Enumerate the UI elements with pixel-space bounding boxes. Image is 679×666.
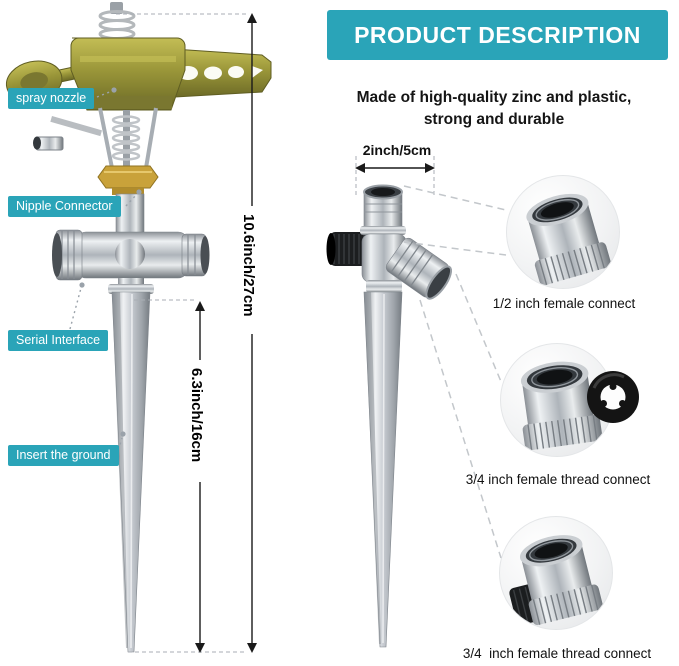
product-description: Made of high-quality zinc and plastic, s…: [329, 87, 659, 131]
description-line-2: strong and durable: [423, 111, 565, 128]
yoke-right: [144, 107, 158, 169]
label-serial-interface: Serial Interface: [8, 330, 109, 351]
label-spray-nozzle: spray nozzle: [8, 88, 95, 109]
top-screw: [110, 2, 123, 14]
spike-illustration: [326, 184, 453, 648]
leader-dots: [79, 87, 142, 437]
nipple-connector-part: [97, 165, 159, 195]
tee-connector: [52, 229, 210, 281]
callout-circle-half-inch: [506, 175, 620, 289]
callout-label-three-quarter-2: 3/4 inch female thread connect: [462, 646, 652, 661]
half-inch-connector-photo: [526, 193, 611, 286]
deflector-arm: [157, 47, 272, 99]
label-leaders: [69, 90, 138, 456]
label-insert-the-ground: Insert the ground: [8, 445, 119, 466]
page-title: PRODUCT DESCRIPTION: [327, 10, 668, 60]
dimension-spike-height: 6.3inch/16cm: [188, 364, 205, 467]
upper-spring: [98, 10, 136, 58]
spray-nozzle-part: [33, 136, 64, 151]
dimension-top-width: 2inch/5cm: [362, 142, 432, 158]
spindle: [123, 110, 130, 166]
spike: [363, 280, 403, 648]
description-line-1: Made of high-quality zinc and plastic,: [356, 89, 632, 106]
callout-label-half-inch: 1/2 inch female connect: [492, 296, 636, 311]
callout-connector-lines: [403, 185, 507, 559]
yoke-left: [98, 107, 114, 169]
callout-circle-three-quarter-2: [499, 516, 613, 630]
three-quarter-connector-photo-2: [509, 535, 603, 626]
lower-spring: [111, 115, 141, 161]
page-title-text: PRODUCT DESCRIPTION: [354, 21, 641, 48]
label-nipple-connector: Nipple Connector: [8, 196, 121, 217]
side-coupling: [385, 237, 453, 300]
trip-lever: [50, 116, 102, 137]
callout-label-three-quarter-1: 3/4 inch female thread connect: [465, 472, 651, 487]
black-hose-connector: [326, 232, 372, 266]
dimension-overall-height: 10.6inch/27cm: [240, 210, 257, 321]
hub: [361, 233, 407, 283]
three-quarter-connector-photo-1: [520, 361, 603, 451]
top-connector: [360, 184, 406, 235]
callout-circle-three-quarter-1: [500, 343, 614, 457]
